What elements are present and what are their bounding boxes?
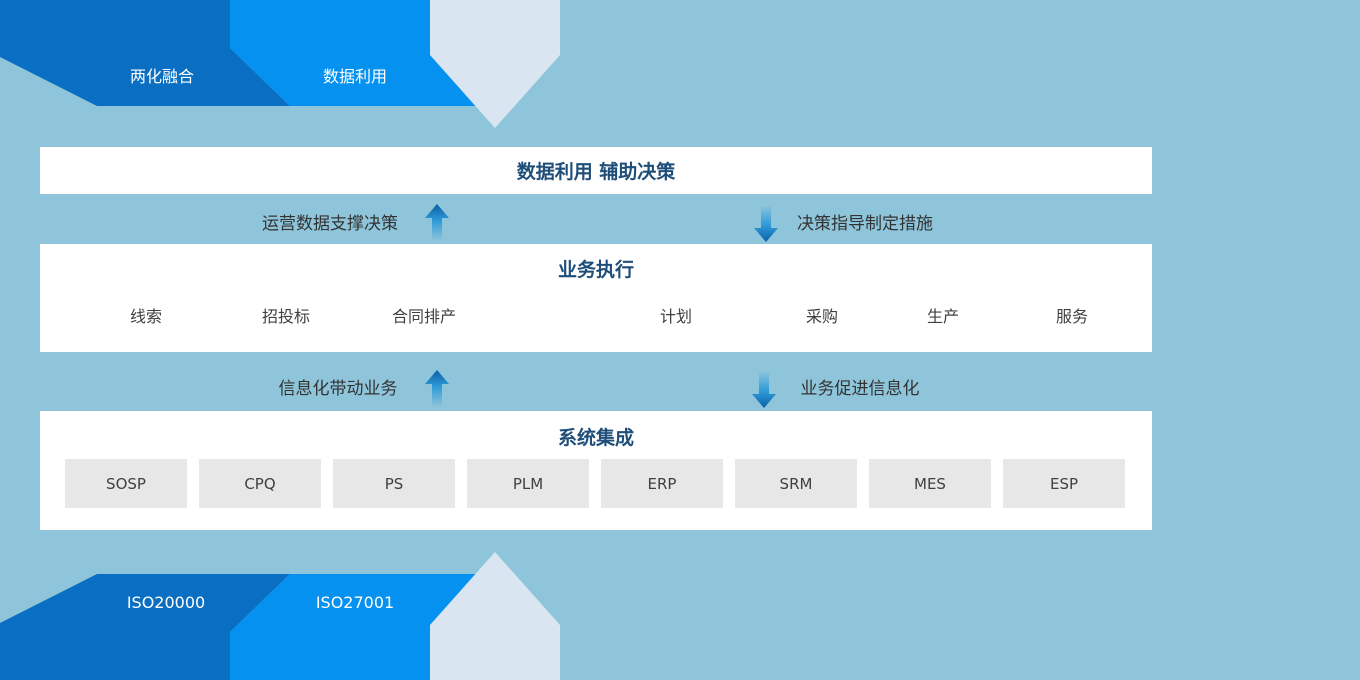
step-label-hetongpaichan: 合同排产 <box>391 307 456 326</box>
arrow-down-icon <box>754 205 778 242</box>
tab-iso27001[interactable]: ISO27001 <box>315 593 395 612</box>
decision-bar: 数据利用 辅助决策 <box>40 147 1152 194</box>
system-box-row: SOSP CPQ PS PLM ERP SRM MES ESP <box>65 459 1125 508</box>
bottom-banner-shape-pale <box>430 552 560 680</box>
flow-top-left-label: 运营数据支撑决策 <box>262 214 398 234</box>
top-banner-shape-pale <box>430 0 560 128</box>
step-label-xiansuo: 线索 <box>129 307 162 326</box>
system-box-esp: ESP <box>1003 459 1125 508</box>
flow-top-right-label: 决策指导制定措施 <box>797 214 933 234</box>
step-label-jihua: 计划 <box>659 307 692 326</box>
system-box-erp: ERP <box>601 459 723 508</box>
system-box-mes: MES <box>869 459 991 508</box>
top-banner-shape-dark <box>0 0 290 106</box>
integration-title: 系统集成 <box>557 427 634 449</box>
system-box-ps: PS <box>333 459 455 508</box>
tab-lianghua-ronghe[interactable]: 两化融合 <box>129 67 194 86</box>
bottom-banner-shape-bright <box>230 574 477 680</box>
execution-section: 业务执行 <box>40 244 1152 352</box>
system-box-cpq: CPQ <box>199 459 321 508</box>
system-box-sosp: SOSP <box>65 459 187 508</box>
step-label-shengchan: 生产 <box>926 307 959 326</box>
top-banner-shape-bright <box>230 0 477 106</box>
integration-section: 系统集成 SOSP CPQ PS PLM ERP SRM MES ESP <box>40 411 1152 530</box>
bottom-banner-shape-dark <box>0 574 290 680</box>
step-label-caigou: 采购 <box>805 307 838 326</box>
system-box-srm: SRM <box>735 459 857 508</box>
step-label-zhaotoubiao: 招投标 <box>261 307 310 326</box>
decision-bar-title: 数据利用 辅助决策 <box>516 161 676 183</box>
tab-iso20000[interactable]: ISO20000 <box>126 593 206 612</box>
system-box-plm: PLM <box>467 459 589 508</box>
flow-bottom-right-label: 业务促进信息化 <box>800 379 920 399</box>
arrow-down-icon <box>752 371 776 408</box>
tab-shuju-liyong[interactable]: 数据利用 <box>322 67 387 86</box>
arrow-up-icon <box>425 370 449 407</box>
step-label-fuwu: 服务 <box>1055 307 1088 326</box>
execution-title: 业务执行 <box>557 259 634 281</box>
flow-bottom-left-label: 信息化带动业务 <box>278 379 398 399</box>
arrow-up-icon <box>425 204 449 241</box>
